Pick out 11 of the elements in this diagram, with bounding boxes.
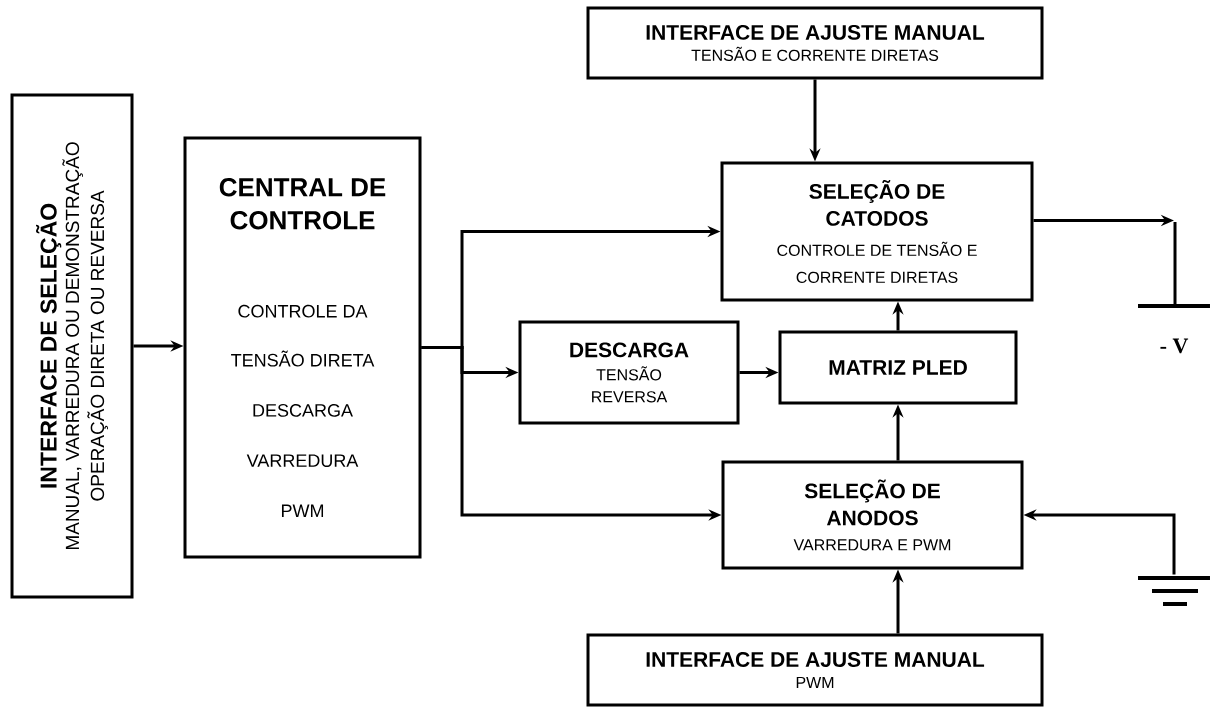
interface-box: INTERFACE DE SELEÇÃO MANUAL, VARREDURA OU DEMONSTRAÇÃO OPERAÇÃO DIRETA OU REVERSA [10, 93, 134, 599]
ground-symbol [1138, 576, 1210, 606]
block-box: CENTRAL DE CONTROLE CONTROLE DA TENSÃO DIRETA DESCARGA VARREDURA PWM [183, 136, 422, 559]
supply-symbol [1138, 222, 1210, 308]
supply-label: - V [1160, 338, 1189, 354]
block-box: MATRIZ PLED [778, 330, 1018, 405]
block-box: SELEÇÃO DE CATODOS CONTROLE DE TENSÃO E CORRENTE DIRETAS [720, 161, 1034, 302]
block-box: INTERFACE DE AJUSTE MANUAL TENSÃO E CORRENTE DIRETAS [586, 6, 1044, 80]
block-box: INTERFACE DE AJUSTE MANUAL PWM [586, 633, 1044, 707]
block-box: SELEÇÃO DE ANODOS VARREDURA E PWM [721, 460, 1024, 570]
block-box: DESCARGA TENSÃO REVERSA [518, 320, 740, 425]
